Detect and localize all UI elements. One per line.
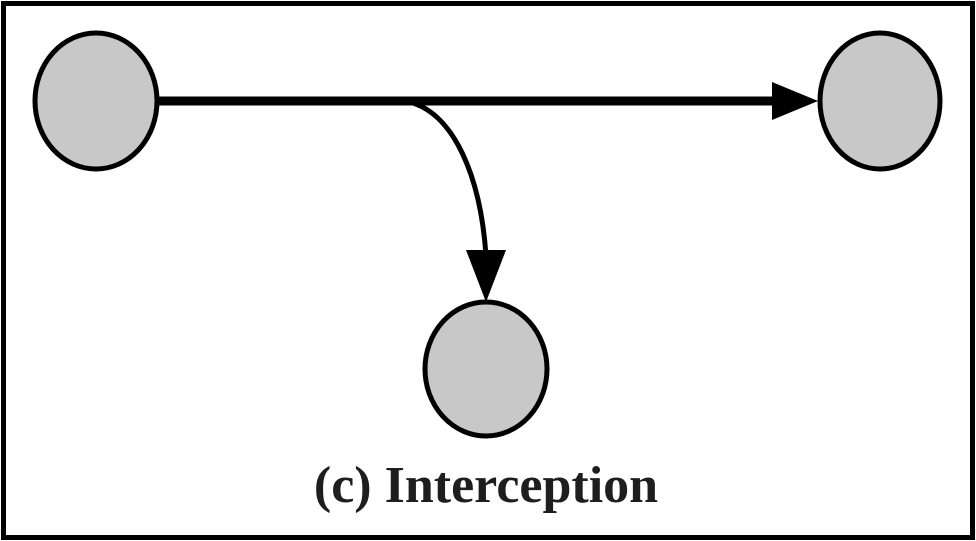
destination-node (817, 30, 943, 172)
edge-source-to-interceptor (404, 98, 489, 257)
diagram-caption: (c) Interception (314, 457, 658, 514)
interceptor-node (422, 299, 550, 439)
arrowhead-destination (772, 82, 818, 120)
source-node (32, 30, 160, 172)
arrowhead-interceptor (466, 250, 506, 302)
